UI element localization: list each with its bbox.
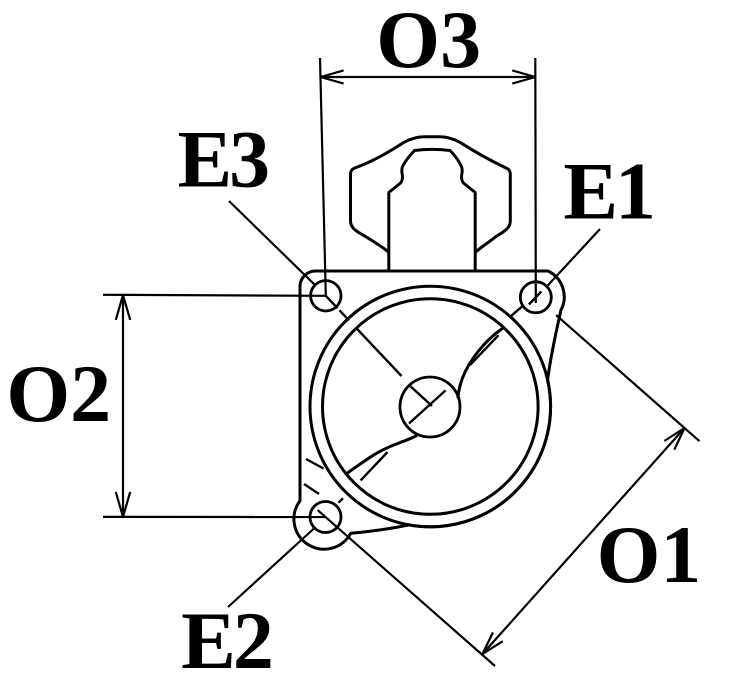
svg-text:E3: E3 <box>177 114 268 205</box>
svg-text:O3: O3 <box>376 0 481 85</box>
svg-text:O1: O1 <box>597 509 702 600</box>
svg-text:O2: O2 <box>6 348 111 439</box>
svg-text:E2: E2 <box>181 595 271 686</box>
svg-text:E1: E1 <box>563 146 653 237</box>
